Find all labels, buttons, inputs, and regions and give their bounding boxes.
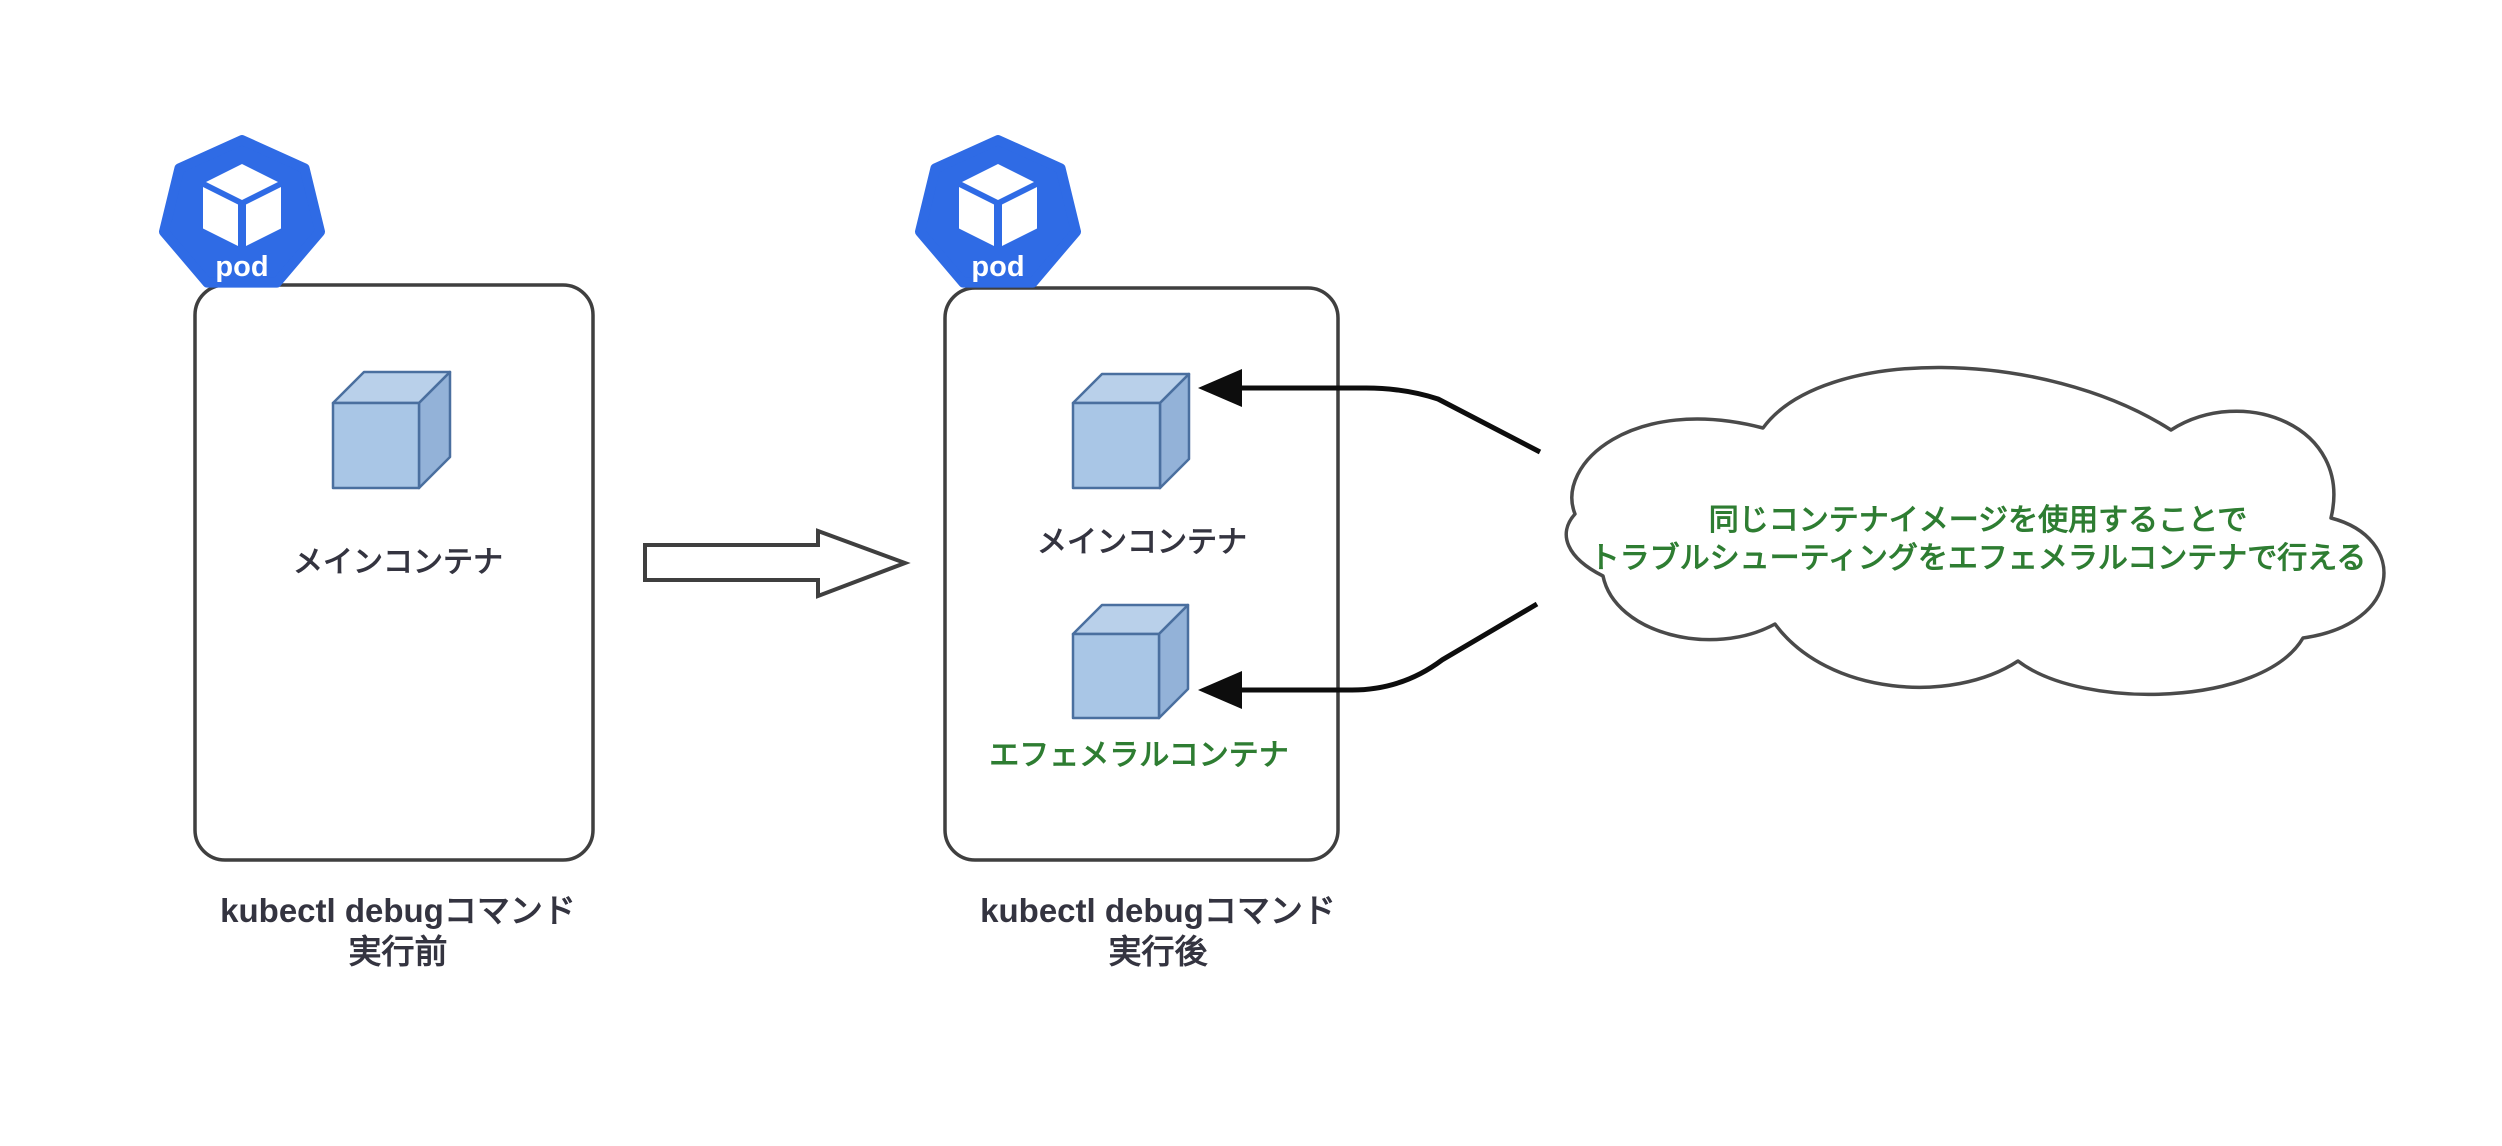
arrow-line: [1238, 385, 1542, 455]
pod-badge-label: pod: [971, 251, 1024, 283]
ephemeral-container-cube-icon: [1071, 603, 1190, 720]
pod-after-boundary: [943, 286, 1340, 862]
main-container-cube-icon-after: [1071, 372, 1191, 490]
cube-front-face: [1071, 632, 1161, 720]
pod-before-group: メインコンテナ kubectl debugコマンド 実行前 pod: [159, 135, 595, 970]
pod-badge-before: pod: [159, 135, 325, 288]
cloud-annotation-group: [1564, 365, 2386, 697]
transition-arrow: [643, 528, 911, 599]
pod-badge-after: pod: [915, 135, 1081, 288]
cloud-note-line2: トラブルシューティングをエフェメラルコンテナで行える: [1590, 541, 2367, 575]
arrow-line: [1238, 601, 1539, 693]
pod-before-caption-line2: 実行前: [349, 933, 448, 970]
arrow-cloud-to-ephemeral-container: [1198, 601, 1539, 709]
pod-badge-label: pod: [215, 251, 268, 283]
pod-after-caption-line1: kubectl debugコマンド: [980, 892, 1336, 929]
cloud-note-line1: 同じコンテナイメージを使用することで: [1709, 504, 2248, 537]
arrowhead-icon: [1198, 671, 1242, 709]
kubernetes-heptagon-icon: [915, 135, 1081, 288]
main-container-label: メインコンテナ: [293, 546, 503, 579]
pod-cube-icon: [203, 164, 281, 246]
cube-front-face: [1071, 401, 1162, 490]
cloud-shape: [1564, 365, 2386, 697]
arrowhead-icon: [1198, 369, 1242, 407]
pod-after-group: メインコンテナ エフェメラルコンテナ kubectl debugコマンド 実行後…: [915, 135, 1340, 970]
arrow-cloud-to-main-container: [1198, 369, 1542, 455]
pod-before-boundary: [193, 283, 595, 862]
main-container-label-after: メインコンテナ: [1037, 526, 1247, 559]
kubernetes-heptagon-icon: [159, 135, 325, 288]
pod-after-caption-line2: 実行後: [1109, 933, 1209, 970]
ephemeral-container-label: エフェメラルコンテナ: [989, 739, 1288, 772]
pod-before-caption-line1: kubectl debugコマンド: [220, 892, 576, 929]
main-container-cube-icon: [331, 370, 452, 490]
cube-front-face: [331, 401, 421, 490]
pod-cube-icon: [959, 164, 1037, 246]
